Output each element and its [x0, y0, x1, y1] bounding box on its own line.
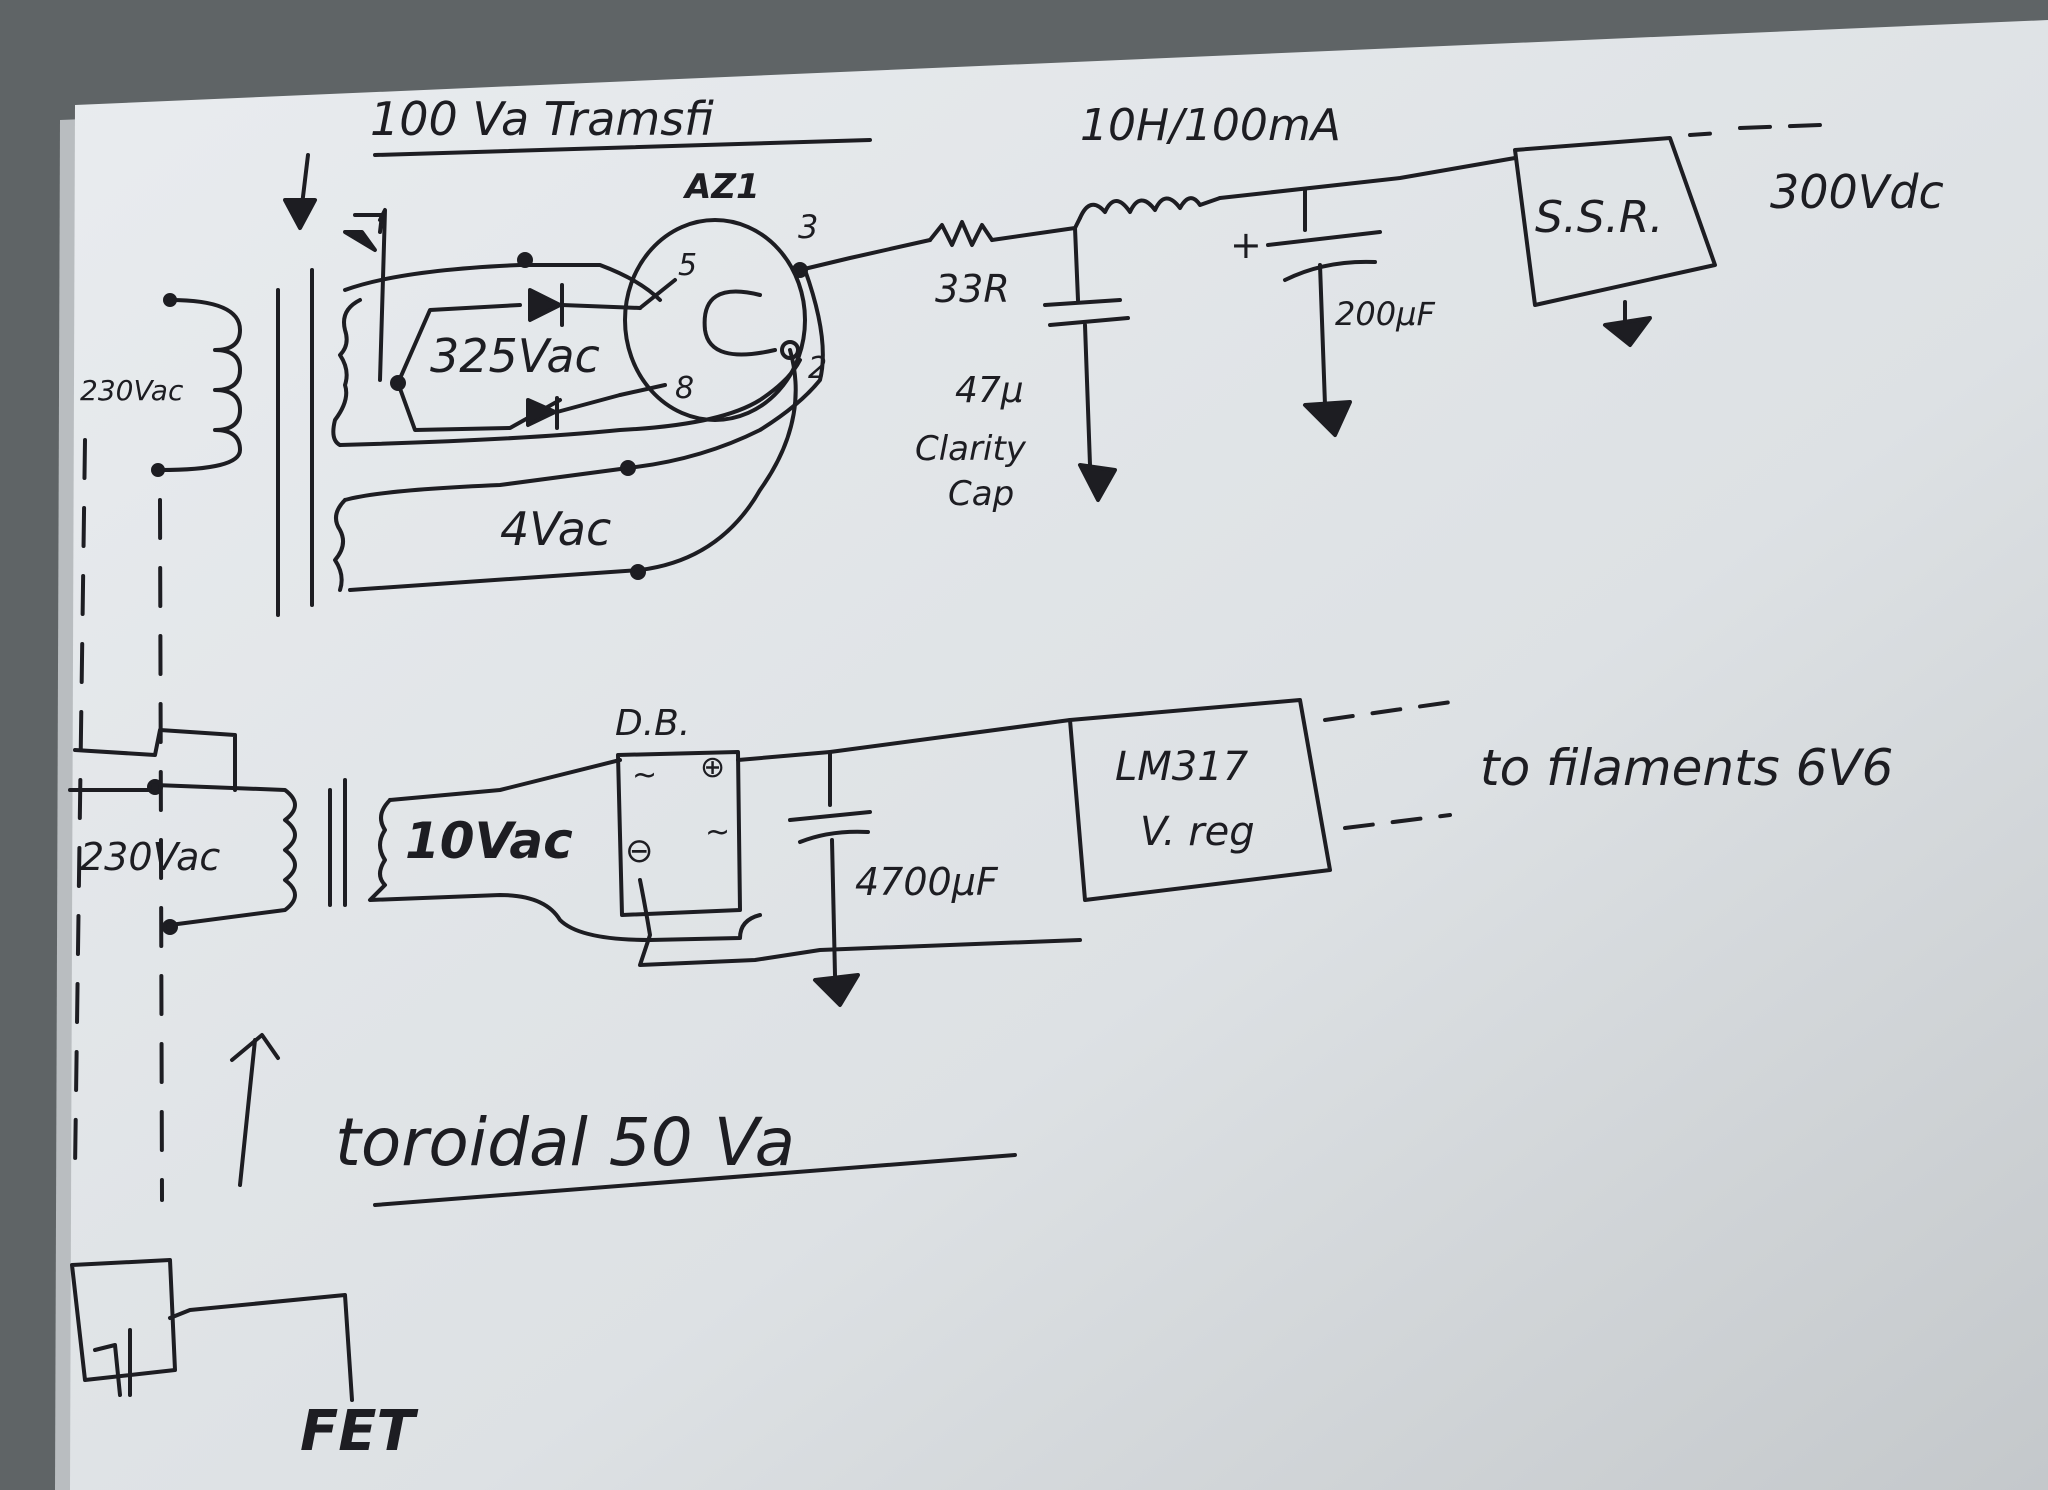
title-toroidal: toroidal 50 Va [335, 1104, 795, 1181]
ssr-output-voltage: 300Vdc [1770, 165, 1944, 219]
cap2-ground-symbol [1303, 400, 1352, 437]
mains-dash-right [158, 498, 164, 1202]
ssr-ground-symbol [1603, 316, 1652, 347]
cap1-note-line2: Cap [948, 474, 1014, 514]
bridge-ac-bottom: ~ [705, 815, 730, 850]
centre-tap-ground-wire [353, 213, 384, 234]
cap2-plate-top [1266, 230, 1382, 247]
bridge-rectifier-box [616, 750, 742, 917]
lv-secondary-voltage: 4Vac [500, 502, 611, 556]
fet-wire [168, 1293, 354, 1402]
transformer-100-hv-coil [331, 298, 362, 447]
primary-terminal-top [163, 293, 177, 307]
az1-pin-8-lead [618, 383, 667, 397]
filament-cap-value: 4700µF [855, 860, 999, 904]
primary-terminal-bottom [151, 463, 165, 477]
cap4700-plate-bottom [798, 829, 870, 844]
primary50-terminal-top [147, 779, 163, 795]
bridge-label: D.B. [615, 703, 690, 744]
ground-symbol-1 [343, 230, 377, 252]
tube-name: AZ1 [682, 167, 760, 207]
cap1-value: 47µ [955, 370, 1024, 411]
filament-out-dash-bottom [1343, 813, 1452, 830]
resistor-label: 33R [935, 267, 1010, 311]
arrow-head-toroidal [230, 1033, 280, 1062]
hv-wire-bottom [338, 358, 802, 447]
b-plus-wire-3 [1218, 156, 1517, 200]
tube-pin-5: 5 [678, 248, 697, 283]
b-plus-wire-1 [798, 238, 932, 272]
fet-box [70, 1258, 177, 1382]
bridge-ac-top: ~ [632, 758, 657, 793]
primary-voltage-100va: 230Vac [80, 374, 184, 407]
filament-wire-top [343, 268, 825, 502]
bridge-plus: ⊕ [700, 750, 725, 785]
secondary50-top-wire [388, 758, 622, 802]
primary50-terminal-bottom [162, 919, 178, 935]
cap2-plate-curved [1283, 259, 1377, 282]
ssr-box [1513, 136, 1717, 307]
cap2-value: 200µF [1335, 295, 1435, 333]
resistor-33r [928, 220, 994, 247]
title-100va: 100 Va Tramsfi [370, 92, 714, 146]
choke-label: 10H/100mA [1080, 100, 1341, 151]
filament-node-bottom [630, 564, 646, 580]
transformer-100-lv-coil [333, 498, 347, 592]
primary-voltage-50va: 230Vac [80, 835, 220, 879]
arrow-shaft-100va [300, 153, 310, 207]
arrow-shaft-toroidal [238, 1038, 257, 1187]
az1-tube-envelope [623, 218, 807, 422]
az1-filament [702, 289, 777, 357]
filament-output-label: to filaments 6V6 [1480, 739, 1893, 797]
cap1-note-line1: Clarity [915, 429, 1027, 469]
cap1-plate-bottom [1048, 316, 1130, 327]
choke-10h [1078, 196, 1222, 220]
cap4700-plate-top [788, 810, 872, 822]
lm317-regulator-box [1068, 698, 1332, 902]
hv-wire-top [343, 263, 662, 302]
filament-node-top [620, 460, 636, 476]
cap1-bottom-lead [1083, 323, 1092, 467]
cap2-bottom-lead [1318, 263, 1327, 407]
cap4700-bottom-lead [830, 838, 837, 977]
diode-upper-symbol [528, 288, 562, 322]
title-underline-50va [373, 1153, 1017, 1207]
cap1-top-lead [1073, 226, 1080, 302]
cap1-plate-top [1043, 298, 1122, 307]
filament-out-dash-top [1323, 698, 1467, 722]
hv-node-top [517, 252, 533, 268]
transformer-50-primary-coil [153, 783, 297, 927]
bridge-minus: ⊖ [625, 831, 654, 871]
diode-lower-symbol [526, 398, 557, 427]
hv-secondary-voltage: 325Vac [430, 329, 600, 383]
cap2-polarity: + [1230, 223, 1262, 267]
regulator-line2: V. reg [1140, 809, 1255, 855]
paper-sheet [70, 20, 2048, 1490]
diode-upper-wire [396, 303, 522, 385]
az1-pin-5-lead [638, 278, 677, 310]
filament-wire-bottom [348, 348, 798, 592]
cap1-ground-symbol [1078, 463, 1117, 502]
filament-minus-wire [638, 878, 1082, 967]
ssr-label: S.S.R. [1535, 192, 1663, 243]
title-underline-100va [373, 138, 872, 157]
transformer-100-primary-coil [158, 298, 242, 472]
tube-pin-8: 8 [675, 371, 694, 406]
az1-pin-2 [780, 340, 800, 360]
regulator-line1: LM317 [1115, 744, 1249, 790]
ssr-output-dash [1688, 131, 1722, 137]
tube-pin-2: 2 [808, 351, 827, 386]
fet-label: FET [300, 1399, 419, 1464]
diode-lower-out [555, 393, 622, 414]
cap4700-ground-symbol [813, 973, 860, 1007]
mains-dash-left [73, 438, 87, 1172]
secondary-voltage-50va: 10Vac [405, 812, 573, 870]
ssr-output-dash-2 [1738, 123, 1822, 130]
ground-symbol-arrow [283, 198, 317, 230]
fet-leg-2 [93, 1343, 122, 1397]
mains-wire-a [73, 728, 237, 792]
tube-pin-3: 3 [798, 208, 818, 246]
